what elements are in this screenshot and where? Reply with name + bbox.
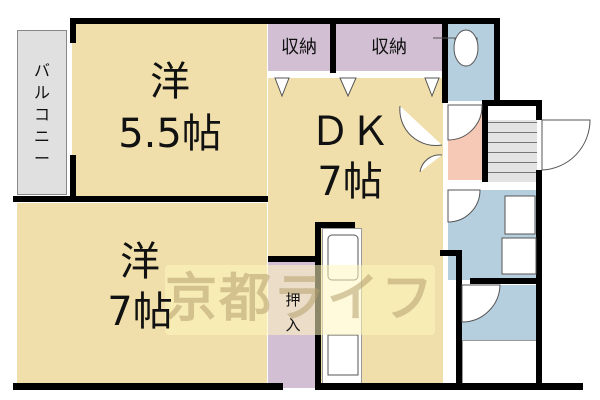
western-room-5-5-label-type: 洋: [150, 59, 190, 105]
storage-2-label: 収納: [371, 37, 407, 58]
western-room-5-5: [72, 23, 267, 198]
western-room-5-5-label-size: 5.5帖: [118, 111, 222, 157]
entrance-tile: [487, 120, 537, 182]
western-room-7-label-type: 洋: [120, 239, 160, 285]
balcony-label: バルコニー: [33, 61, 50, 168]
dk-label-type: ＤＫ: [310, 109, 390, 155]
balcony: [17, 30, 67, 195]
closet-label-1: 押: [285, 291, 301, 309]
watermark: 京都ライフ: [165, 265, 435, 335]
storage-2: [336, 23, 442, 71]
storage-1-label: 収納: [281, 37, 317, 58]
closet-label-2: 入: [285, 316, 301, 334]
storage-1: [268, 23, 330, 71]
dk-label-size: 7帖: [317, 159, 383, 205]
western-room-7-label-size: 7帖: [107, 289, 173, 335]
